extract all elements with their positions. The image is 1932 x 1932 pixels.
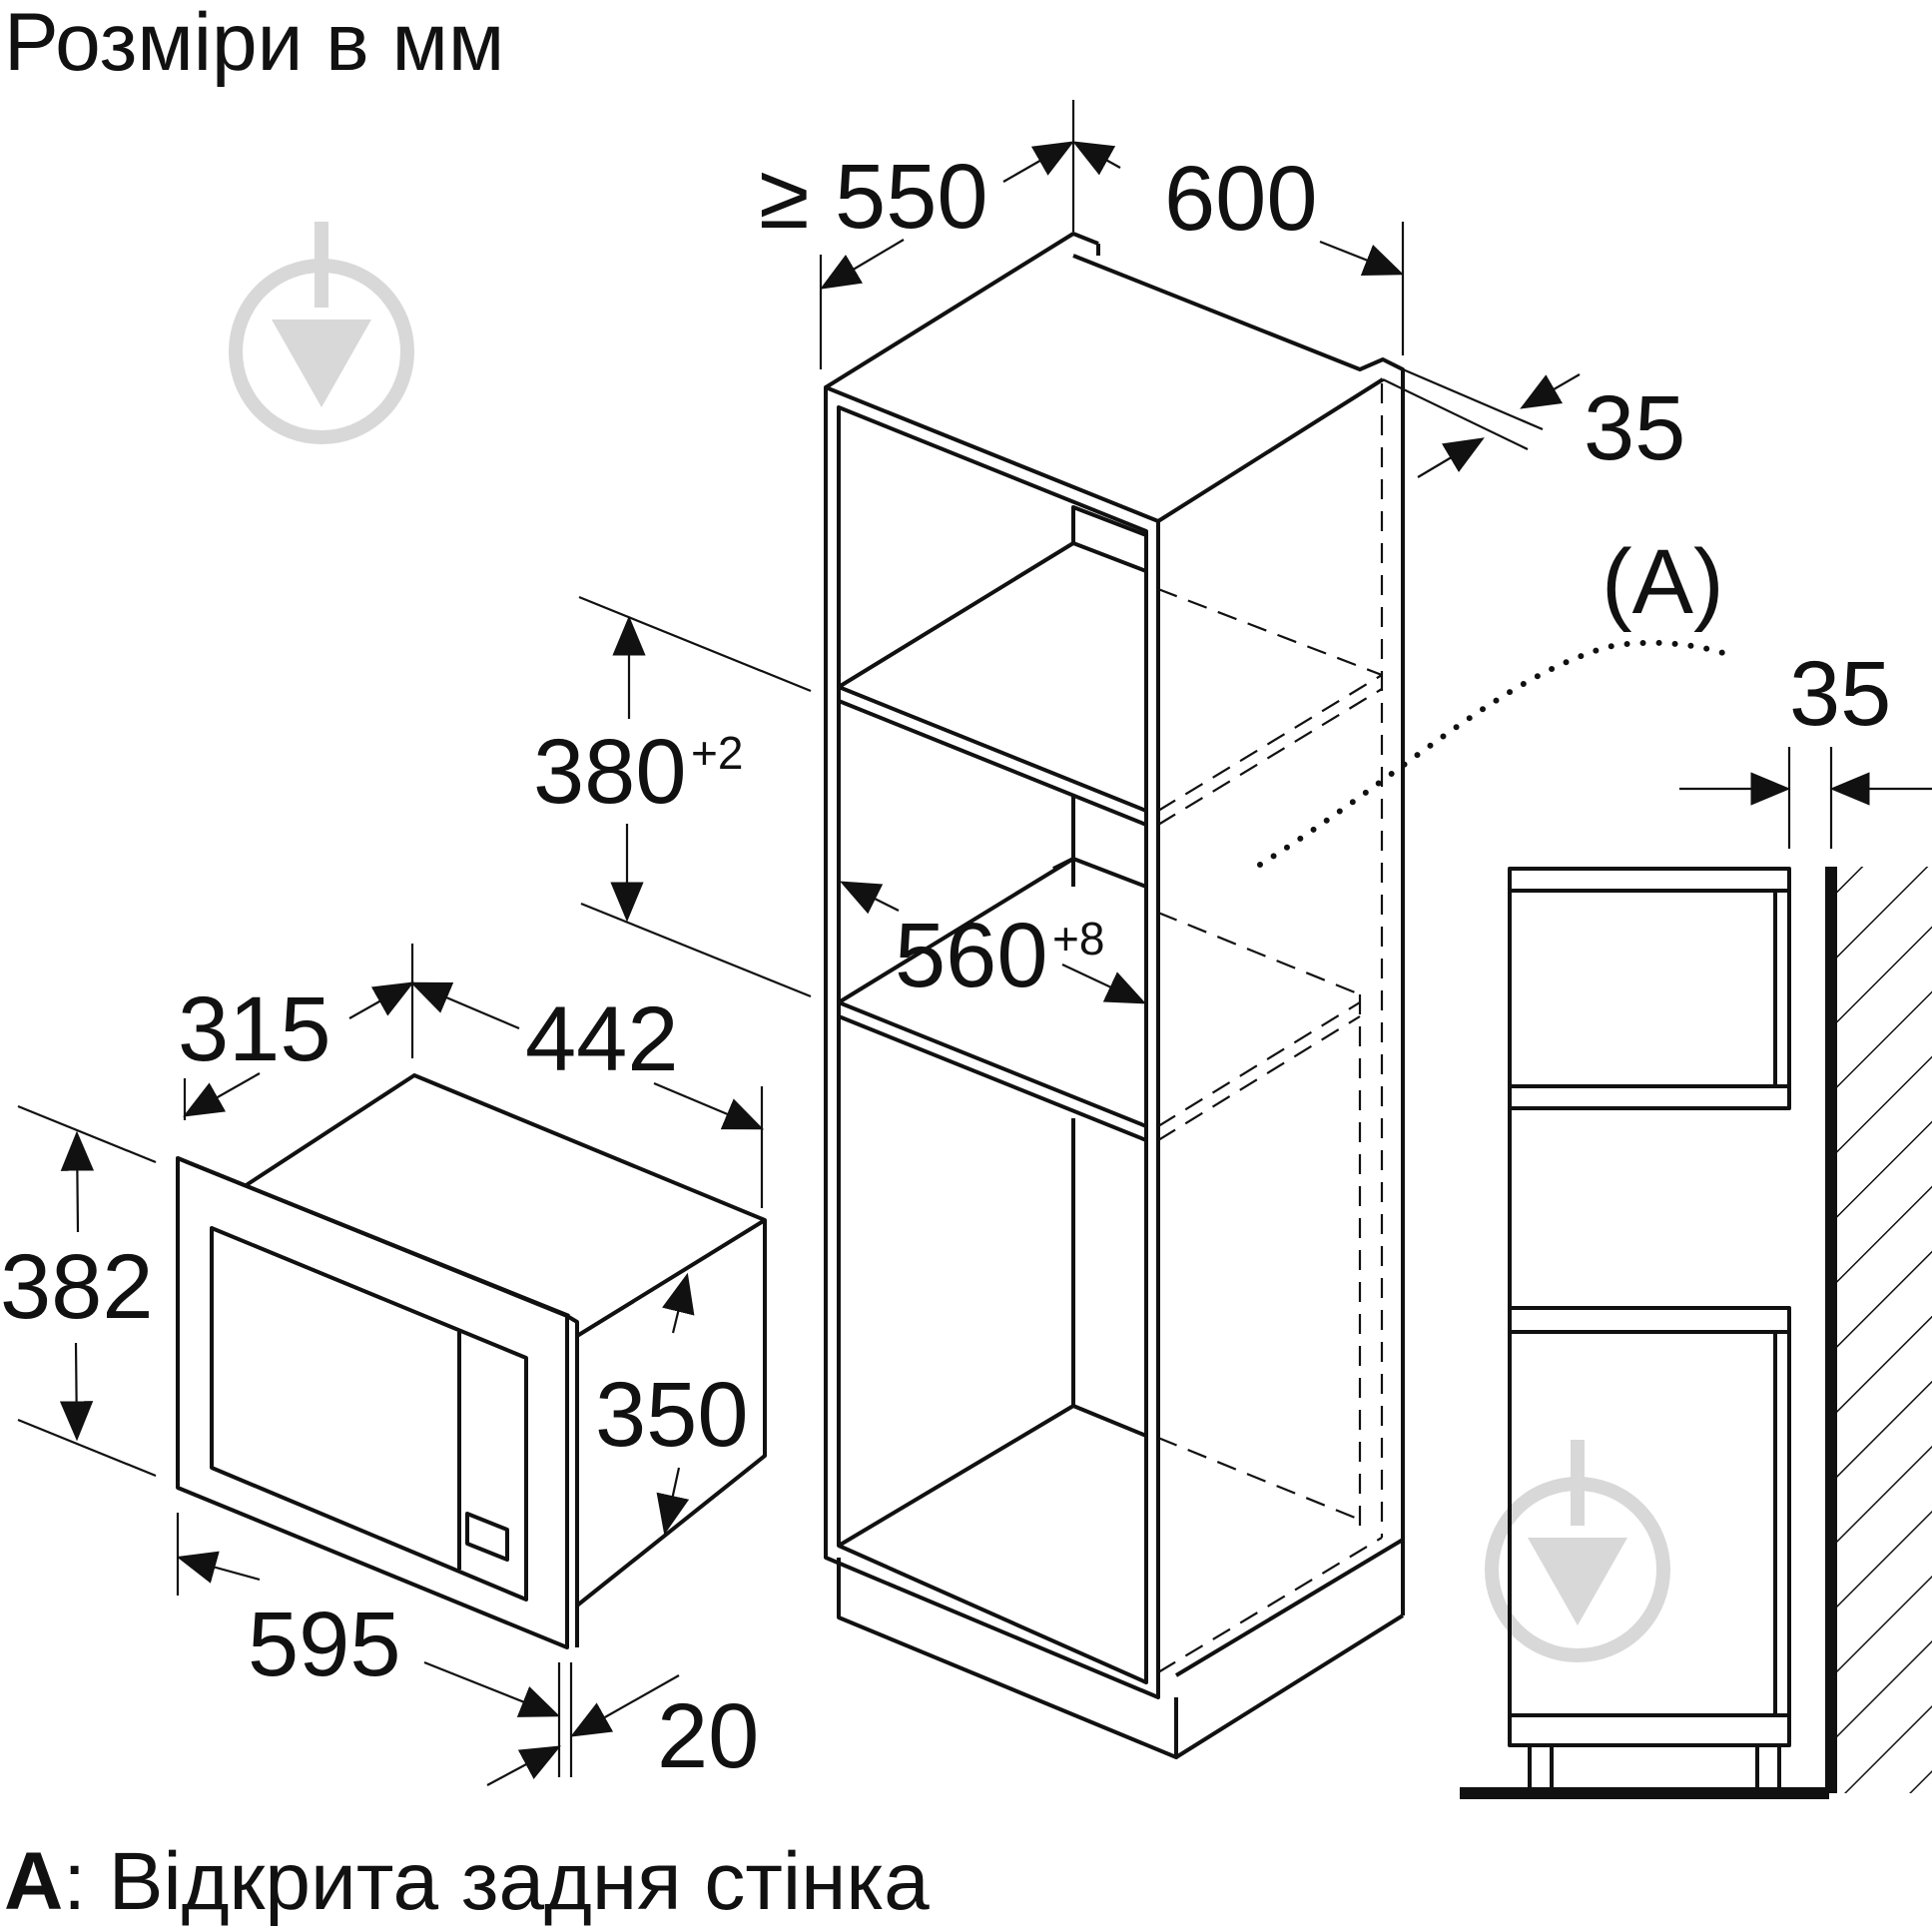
side-view-dimension-lines bbox=[1679, 747, 1932, 849]
watermark-logo-bottom bbox=[1485, 1440, 1670, 1662]
microwave-dimension-lines bbox=[17, 944, 765, 1786]
dim-cabinet-width: 600 bbox=[1164, 148, 1318, 250]
dim-microwave-height-outer: 382 bbox=[0, 1236, 154, 1338]
page-title: Розміри в мм bbox=[4, 0, 504, 88]
cabinet-dimension-lines bbox=[578, 100, 1581, 1004]
watermark-logo-top bbox=[229, 222, 414, 444]
dim-microwave-width-top: 442 bbox=[525, 988, 679, 1090]
cabinet-illustration bbox=[824, 232, 1405, 1759]
callout-label: (A) bbox=[1602, 531, 1724, 633]
footnote: A: Відкрита задня стінка bbox=[4, 1836, 930, 1927]
dim-microwave-depth: 315 bbox=[178, 978, 331, 1080]
microwave-illustration bbox=[176, 1073, 767, 1649]
dim-cabinet-depth-min: ≥ 550 bbox=[759, 146, 988, 248]
side-view-illustration bbox=[1460, 867, 1932, 1799]
dim-niche-height: 380 bbox=[533, 721, 687, 823]
callout-leader bbox=[1257, 639, 1732, 868]
dim-niche-height-tolerance: +2 bbox=[691, 727, 743, 779]
dim-microwave-width-front: 595 bbox=[248, 1594, 401, 1695]
dim-microwave-height-inner: 350 bbox=[595, 1364, 749, 1466]
dim-niche-width-tolerance: +8 bbox=[1052, 913, 1104, 965]
dim-door-thickness: 20 bbox=[657, 1685, 759, 1787]
dim-side-rear-gap: 35 bbox=[1789, 643, 1891, 745]
dim-niche-width: 560 bbox=[895, 905, 1048, 1006]
cabinet-hidden-lines bbox=[1157, 383, 1384, 1673]
dim-cabinet-rear-gap: 35 bbox=[1584, 377, 1685, 479]
footnote-key: A bbox=[4, 1836, 63, 1927]
footnote-text: : Відкрита задня стінка bbox=[63, 1836, 930, 1927]
